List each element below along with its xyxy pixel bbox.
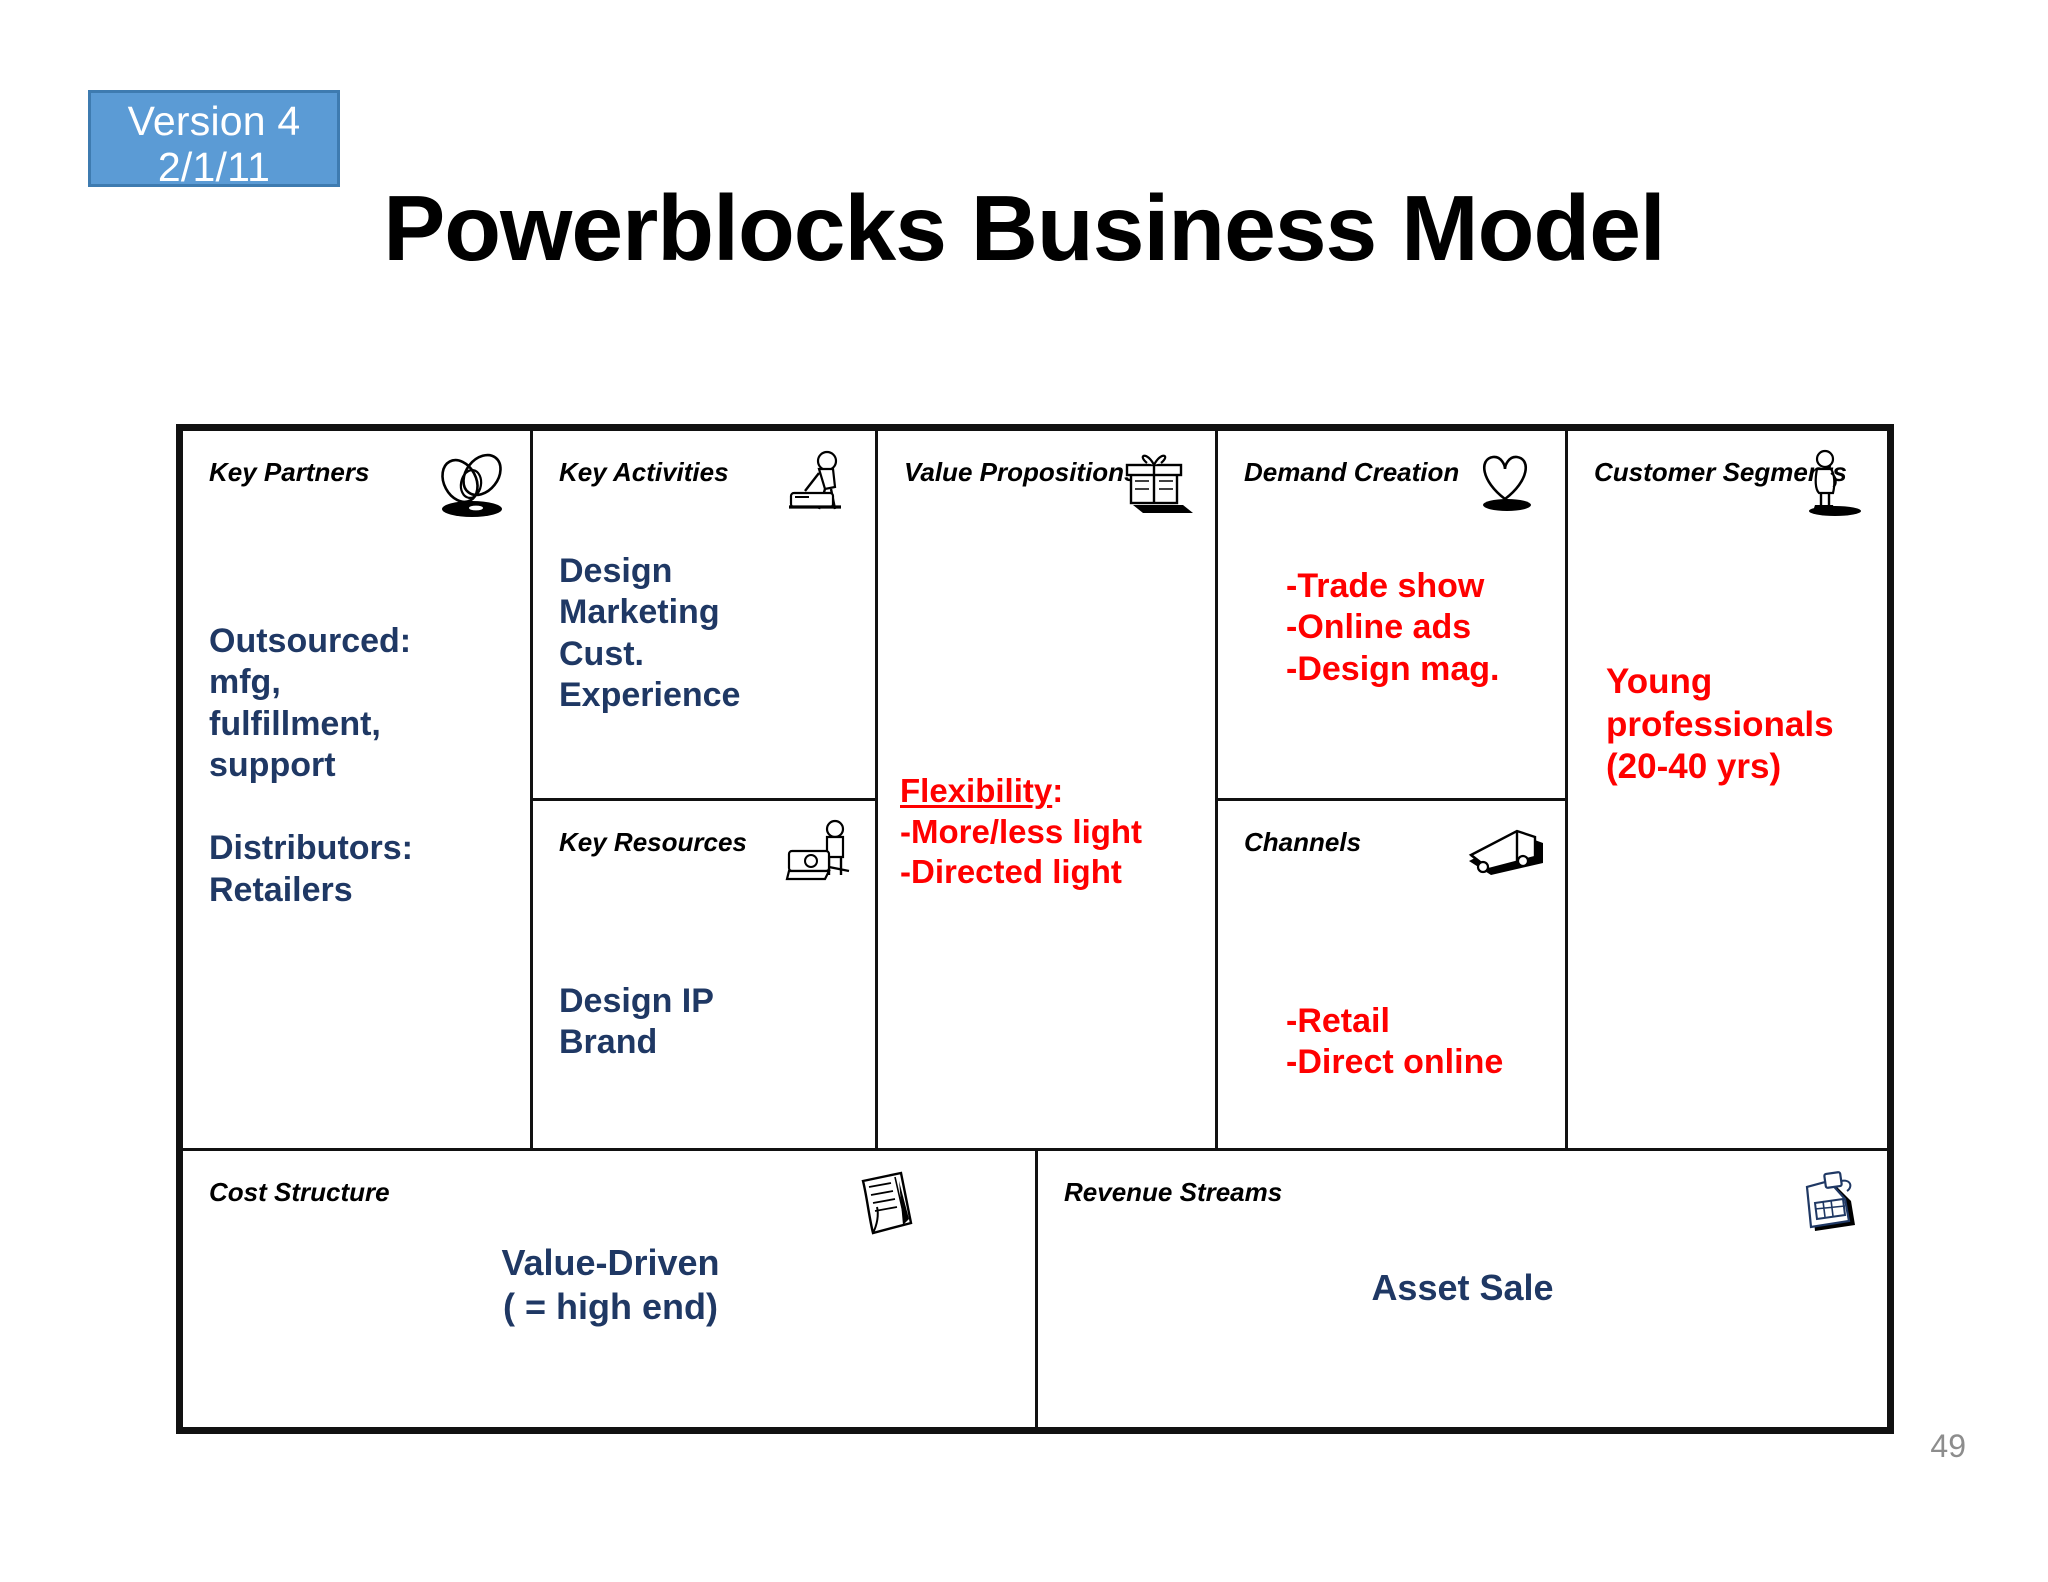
- worker-pushing-icon: [769, 447, 861, 523]
- key-resources-body: Design IP Brand: [559, 982, 714, 1062]
- canvas-cell-cost-structure: Cost Structure Value-Driven ( = high end…: [183, 1151, 1038, 1427]
- version-badge-line2: 2/1/11: [157, 143, 271, 190]
- canvas-cell-channels: Channels -Retail -Direct online: [1218, 801, 1568, 1151]
- channels-header: Channels: [1244, 827, 1362, 857]
- key-partners-body: Outsourced: mfg, fulfillment, support Di…: [209, 622, 413, 909]
- value-propositions-title-suffix: :: [1052, 772, 1064, 810]
- value-propositions-title: Flexibility: [900, 772, 1053, 810]
- business-model-canvas: Key Partners Outsourced: mfg, fulfillmen…: [176, 424, 1894, 1434]
- version-badge-line1: Version 4: [127, 98, 301, 144]
- delivery-truck-icon: [1459, 817, 1551, 893]
- customer-segments-header: Customer Segments: [1594, 457, 1847, 487]
- channels-body: -Retail -Direct online: [1286, 1002, 1504, 1082]
- revenue-streams-header: Revenue Streams: [1064, 1177, 1283, 1207]
- canvas-cell-key-partners: Key Partners Outsourced: mfg, fulfillmen…: [183, 431, 533, 1151]
- cash-register-icon: [1781, 1167, 1873, 1243]
- canvas-cell-key-activities: Key Activities Design Marketing Cust. Ex…: [533, 431, 878, 801]
- customer-segments-body: Young professionals (20-40 yrs): [1606, 662, 1834, 787]
- page-title: Powerblocks Business Model: [383, 176, 1666, 280]
- receipt-icon: [833, 1167, 925, 1243]
- demand-creation-header: Demand Creation: [1244, 457, 1460, 487]
- value-propositions-lines: -More/less light -Directed light: [900, 812, 1143, 890]
- key-activities-header: Key Activities: [559, 457, 729, 487]
- cost-structure-header: Cost Structure: [209, 1177, 390, 1207]
- key-activities-body: Design Marketing Cust. Experience: [559, 552, 741, 715]
- value-propositions-body: Flexibility: -More/less light -Directed …: [900, 731, 1210, 932]
- canvas-cell-value-propositions: Value Propositions Flexibility: -More/le…: [878, 431, 1218, 1151]
- worker-machine-icon: [769, 817, 861, 893]
- value-propositions-header: Value Propositions: [904, 457, 1139, 487]
- standing-person-icon: [1781, 447, 1873, 523]
- canvas-cell-key-resources: Key Resources Design IP Brand: [533, 801, 878, 1151]
- key-resources-header: Key Resources: [559, 827, 747, 857]
- canvas-cell-demand-creation: Demand Creation -Trade show -Online ads …: [1218, 431, 1568, 801]
- revenue-streams-body: Asset Sale: [1371, 1267, 1554, 1308]
- gift-box-icon: [1109, 447, 1201, 523]
- demand-creation-body: -Trade show -Online ads -Design mag.: [1286, 567, 1500, 688]
- heart-icon: [1459, 447, 1551, 523]
- page-number: 49: [1930, 1428, 1966, 1464]
- cost-structure-body: Value-Driven ( = high end): [501, 1242, 720, 1327]
- linked-rings-icon: [424, 447, 516, 523]
- canvas-cell-revenue-streams: Revenue Streams Asset Sale: [1038, 1151, 1887, 1427]
- key-partners-header: Key Partners: [209, 457, 370, 487]
- version-badge: Version 4 2/1/11: [88, 90, 340, 190]
- canvas-cell-customer-segments: Customer Segments Young professionals (2…: [1568, 431, 1887, 1151]
